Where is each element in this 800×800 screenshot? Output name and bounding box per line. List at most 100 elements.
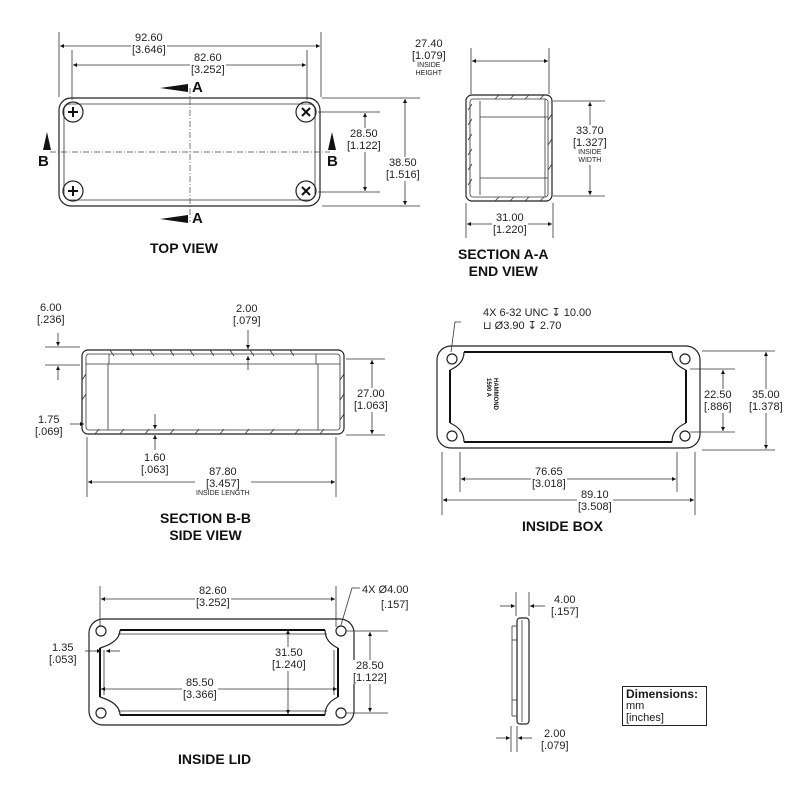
title-line: SECTION B-B xyxy=(160,510,251,526)
dim-value-in: [1.220] xyxy=(493,224,527,236)
dim-value-mm: 31.50 xyxy=(275,647,303,659)
legend-primary-unit: mm xyxy=(626,700,645,712)
dim-value-in: [1.079] xyxy=(412,50,446,62)
dim-top-wall: 2.00 [.079] xyxy=(232,303,262,327)
screw-icon xyxy=(62,101,317,202)
dim-overall-height: 31.00 [1.220] xyxy=(492,212,528,236)
mark-line: 1590 A xyxy=(485,378,491,398)
dim-value-mm: 28.50 xyxy=(350,128,378,140)
dim-value-mm: 76.65 xyxy=(535,466,563,478)
dim-note: INSIDE xyxy=(578,149,602,156)
dim-value-in: [1.327] xyxy=(573,137,607,149)
inside-box-title: INSIDE BOX xyxy=(522,518,603,534)
callout-line: 4X 6-32 UNC ↧ 10.00 xyxy=(483,307,592,319)
dim-value-mm: 6.00 xyxy=(40,302,62,314)
dim-value-mm: 22.50 xyxy=(704,389,732,401)
top-view-title: TOP VIEW xyxy=(150,240,218,256)
dim-value-in: [.079] xyxy=(233,315,261,327)
dim-value-mm: 2.00 xyxy=(236,303,258,315)
dim-value-mm: 27.40 xyxy=(415,38,443,50)
dim-value-in: [3.366] xyxy=(183,689,217,701)
callout-line: ⊔ Ø3.90 ↧ 2.70 xyxy=(483,320,562,332)
dim-side-wall: 1.75 [.069] xyxy=(34,414,64,438)
section-marker-a-bottom: A xyxy=(192,210,203,227)
dim-value-mm: 1.75 xyxy=(38,414,60,426)
dim-value-mm: 87.80 xyxy=(209,466,237,478)
dim-value-mm: 28.50 xyxy=(356,660,384,672)
dim-value-in: [.886] xyxy=(704,401,732,413)
dim-value-in: [1.122] xyxy=(353,672,387,684)
section-b-b-title: SECTION B-B SIDE VIEW xyxy=(160,510,251,544)
dim-note: WIDTH xyxy=(578,157,602,164)
dim-note: INSIDE xyxy=(417,62,441,69)
dim-outer-width: 35.00 [1.378] xyxy=(748,389,784,413)
section-a-a-title: SECTION A-A END VIEW xyxy=(458,246,548,280)
inside-lid-drawing xyxy=(85,586,388,726)
dim-value-in: [3.252] xyxy=(191,64,225,76)
dim-value-in: [.063] xyxy=(141,464,169,476)
dim-value-in: [.236] xyxy=(37,314,65,326)
title-line: SIDE VIEW xyxy=(169,527,242,543)
dim-value-mm: 2.00 xyxy=(544,728,566,740)
dim-value-in: [1.516] xyxy=(386,169,420,181)
dim-overall-width: 38.50 [1.516] xyxy=(385,157,421,181)
dim-value-mm: 1.60 xyxy=(144,452,166,464)
dim-value-in: [3.252] xyxy=(196,597,230,609)
dim-lid-hole-spacing-width: 28.50 [1.122] xyxy=(352,660,388,684)
lid-profile-drawing xyxy=(496,592,545,752)
dim-outer-length: 89.10 [3.508] xyxy=(577,489,613,513)
dim-screw-spacing-length: 82.60 [3.252] xyxy=(190,52,226,76)
inside-box-drawing xyxy=(436,321,775,515)
thread-callout: 4X 6-32 UNC ↧ 10.00 ⊔ Ø3.90 ↧ 2.70 xyxy=(483,307,591,333)
dim-lid-total-thickness: 4.00 [.157] xyxy=(550,594,580,618)
dim-value-in: [.069] xyxy=(35,426,63,438)
dim-lid-plate-thickness: 2.00 [.079] xyxy=(540,728,570,752)
dim-lip-thickness: 1.35 [.053] xyxy=(48,642,78,666)
legend-secondary-unit: [inches] xyxy=(626,712,664,724)
dim-lid-depth: 6.00 [.236] xyxy=(36,302,66,326)
legend-title: Dimensions: xyxy=(626,687,699,701)
dim-value-mm: 33.70 xyxy=(576,125,604,137)
callout-line: 4X Ø4.00 xyxy=(362,584,409,596)
dim-value-mm: 31.00 xyxy=(496,212,524,224)
dim-lip-width: 31.50 [1.240] xyxy=(271,647,307,671)
dim-inner-width: 22.50 [.886] xyxy=(703,389,733,413)
dim-value-mm: 82.60 xyxy=(194,52,222,64)
section-marker-a-top: A xyxy=(192,79,203,96)
dim-hole-spacing: 76.65 [3.018] xyxy=(531,466,567,490)
dim-screw-spacing-width: 28.50 [1.122] xyxy=(346,128,382,152)
title-line: SECTION A-A xyxy=(458,246,549,262)
dim-value-mm: 89.10 xyxy=(581,489,609,501)
dim-value-in: [3.457] xyxy=(206,478,240,490)
dim-overall-length: 92.60 [3.646] xyxy=(131,32,167,56)
part-marking: HAMMOND 1590 A xyxy=(484,378,498,410)
dim-lip-length: 85.50 [3.366] xyxy=(182,677,218,701)
title-line: END VIEW xyxy=(468,263,538,279)
dim-value-in: [1.378] xyxy=(749,401,783,413)
dim-value-mm: 35.00 xyxy=(752,389,780,401)
section-marker-b-right: B xyxy=(327,153,338,170)
dim-value-mm: 4.00 xyxy=(554,594,576,606)
section-b-b-drawing xyxy=(45,330,385,497)
dim-value-in: [.157] xyxy=(551,606,579,618)
dim-value-mm: 1.35 xyxy=(52,642,74,654)
callout-line: [.157] xyxy=(380,599,409,611)
top-view-drawing xyxy=(43,32,420,223)
dim-inside-length: 87.80 [3.457] INSIDE LENGTH xyxy=(195,466,251,498)
dim-floor-wall: 1.60 [.063] xyxy=(140,452,170,476)
dim-inside-width: 33.70 [1.327] INSIDE WIDTH xyxy=(572,125,608,165)
dim-value-mm: 27.00 xyxy=(357,388,385,400)
dim-value-in: [3.018] xyxy=(532,478,566,490)
mark-line: HAMMOND xyxy=(492,378,498,410)
dim-value-mm: 85.50 xyxy=(186,677,214,689)
dim-value-mm: 82.60 xyxy=(199,585,227,597)
dim-value-mm: 38.50 xyxy=(389,157,417,169)
dim-value-in: [3.646] xyxy=(132,44,166,56)
dim-inside-height: 27.40 [1.079] INSIDE HEIGHT xyxy=(411,38,447,78)
hole-callout: 4X Ø4.00 [.157] xyxy=(362,584,408,612)
dim-value-in: [1.240] xyxy=(272,659,306,671)
dim-note: HEIGHT xyxy=(415,70,443,77)
dim-note: INSIDE LENGTH xyxy=(196,490,250,497)
inside-lid-title: INSIDE LID xyxy=(178,751,252,767)
